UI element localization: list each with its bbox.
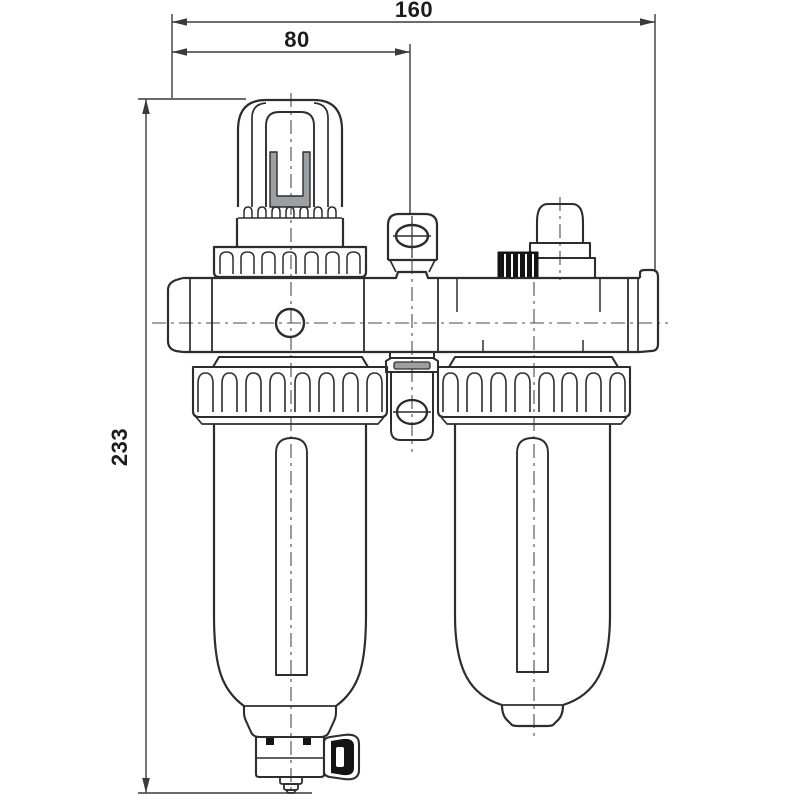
knob-outline bbox=[236, 98, 344, 207]
right-flange bbox=[638, 268, 660, 354]
dimension-160 bbox=[172, 18, 655, 26]
sight-window-lubricator bbox=[516, 437, 549, 673]
dimension-80 bbox=[172, 48, 410, 56]
body-manifold bbox=[166, 268, 660, 354]
regulator-knob bbox=[212, 98, 368, 279]
knob-lock-slot bbox=[269, 151, 311, 208]
drain-nipple bbox=[279, 776, 303, 794]
knob-rib-left bbox=[251, 102, 267, 207]
filter-bowl bbox=[212, 424, 368, 707]
knob-rib-right bbox=[313, 102, 329, 207]
dimension-label-233: 233 bbox=[107, 428, 132, 466]
knob-inner-dome bbox=[265, 111, 315, 207]
mounting-bracket-top bbox=[386, 212, 439, 273]
fill-cap-step bbox=[528, 241, 592, 258]
gauge-port bbox=[274, 307, 306, 339]
left-flange bbox=[166, 276, 184, 354]
drain-boss bbox=[242, 706, 338, 739]
knob-collar bbox=[235, 218, 345, 247]
lubricator-bowl-ring bbox=[436, 355, 632, 425]
knob-serration bbox=[238, 206, 342, 219]
fill-cap-dome bbox=[535, 202, 585, 243]
lubricator-bowl bbox=[453, 424, 612, 728]
centerlines bbox=[152, 93, 668, 795]
lubricator-bottom-boss bbox=[500, 704, 565, 728]
oil-adjust-knob bbox=[497, 251, 539, 279]
dimension-label-160: 160 bbox=[395, 0, 433, 22]
bonnet-ring bbox=[212, 245, 368, 279]
filter-bowl-ring bbox=[191, 355, 389, 425]
drain-wing-handle bbox=[322, 733, 361, 781]
dimension-label-80: 80 bbox=[284, 27, 309, 52]
dimension-233 bbox=[142, 99, 150, 793]
mounting-bracket-bottom bbox=[385, 352, 439, 441]
body-top-edge bbox=[183, 270, 640, 280]
dimension-annotations bbox=[138, 14, 656, 794]
sight-window-filter bbox=[275, 437, 308, 676]
ring-plate bbox=[212, 355, 369, 368]
ring-plate bbox=[448, 355, 619, 368]
bracket-slot bbox=[393, 361, 431, 370]
drain-valve bbox=[242, 705, 361, 794]
